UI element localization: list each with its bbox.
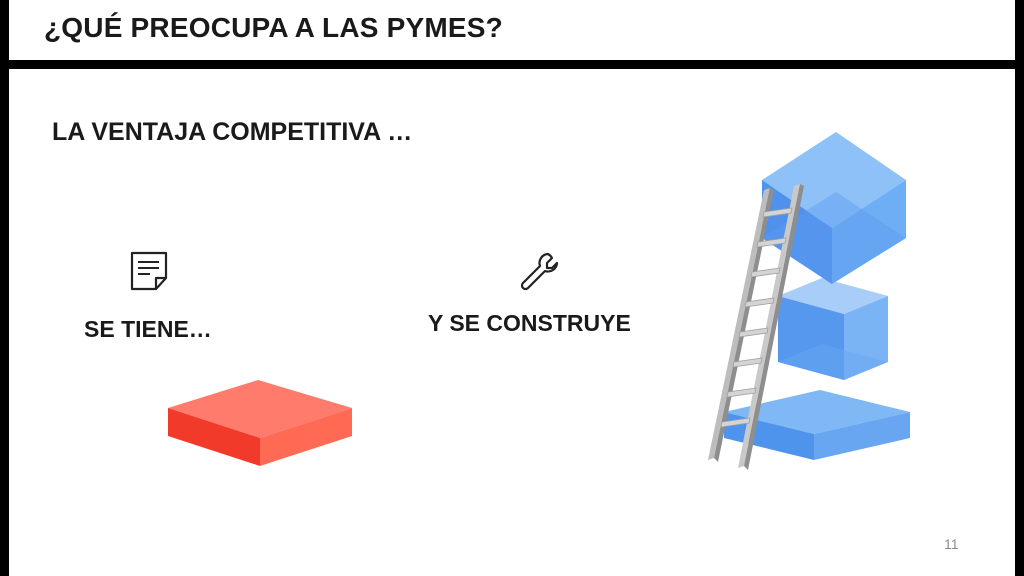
title-bar — [0, 0, 1024, 62]
frame-right-border — [1015, 60, 1024, 576]
wrench-icon — [520, 252, 559, 291]
document-note-icon — [130, 251, 168, 291]
page-number: 11 — [944, 536, 959, 552]
frame-left-border — [0, 60, 9, 576]
slide-title: ¿QUÉ PREOCUPA A LAS PYMES? — [44, 12, 503, 43]
title-divider — [0, 60, 1024, 69]
label-se-tiene: SE TIENE… — [84, 316, 212, 342]
label-y-se-construye: Y SE CONSTRUYE — [428, 310, 631, 336]
blue-blocks-ladder-illustration — [708, 132, 910, 470]
slide-subtitle: LA VENTAJA COMPETITIVA … — [52, 118, 413, 146]
red-block-illustration — [168, 380, 352, 466]
